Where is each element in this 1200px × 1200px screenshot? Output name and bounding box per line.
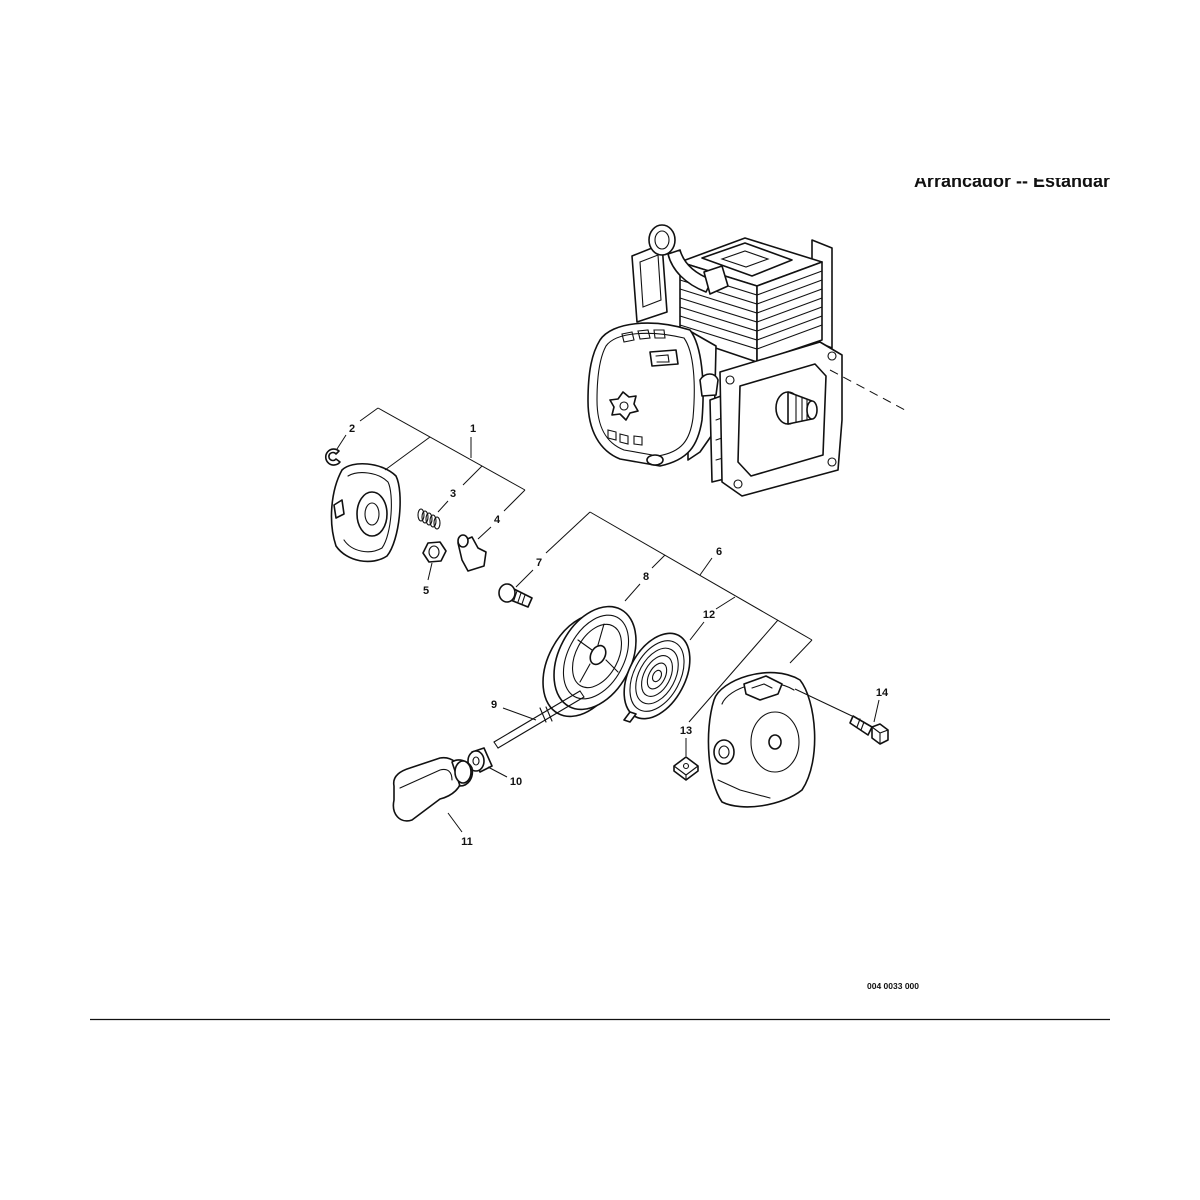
bracket-group-6	[589, 511, 813, 641]
part-12-recoil-spring	[623, 632, 691, 723]
part-6-starter-housing	[707, 671, 816, 808]
callout-9: 9	[491, 699, 497, 711]
part-2-e-clip	[324, 448, 341, 466]
callout-5: 5	[423, 585, 429, 597]
callout-6: 6	[716, 546, 722, 558]
part-7-screw	[498, 583, 533, 608]
part-1-hub	[330, 462, 401, 563]
part-8-pulley	[542, 605, 637, 718]
part-9-starter-rope	[493, 690, 585, 749]
part-5-nut	[422, 541, 447, 563]
bracket-group-1	[377, 407, 526, 491]
callout-14: 14	[876, 687, 889, 699]
fan-cover	[587, 322, 704, 467]
cover-knob	[609, 391, 639, 421]
part-4-pawl	[457, 534, 487, 572]
drawing-number: 004 0033 000	[867, 981, 919, 991]
callout-7: 7	[536, 557, 542, 569]
part-10-rope-bushing	[467, 747, 493, 773]
part-3-spring	[417, 508, 441, 530]
engine-assembly	[587, 224, 843, 497]
spark-plug-boot	[648, 224, 676, 256]
part-13-square-nut	[673, 756, 699, 781]
callout-10: 10	[510, 776, 522, 788]
callout-11: 11	[461, 836, 473, 848]
callout-4: 4	[494, 514, 501, 526]
part-11-starter-handle	[392, 756, 474, 822]
callout-12: 12	[703, 609, 715, 621]
callout-1: 1	[470, 423, 476, 435]
callout-3: 3	[450, 488, 456, 500]
callout-2: 2	[349, 423, 355, 435]
callout-13: 13	[680, 725, 692, 737]
part-14-bolt	[849, 715, 889, 745]
leader-lines	[336, 407, 880, 833]
diagram-title: Arrancador -- Estandar	[914, 171, 1110, 191]
callout-8: 8	[643, 571, 649, 583]
